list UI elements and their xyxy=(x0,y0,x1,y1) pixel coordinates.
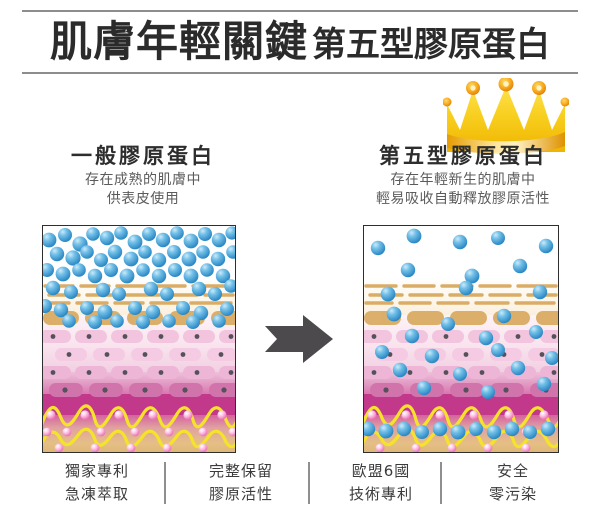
left-heading-sub1: 存在成熟的肌膚中 xyxy=(85,172,201,189)
right-heading-sub2: 輕易吸收自動釋放膠原活性 xyxy=(376,191,550,208)
skin-layers-right xyxy=(364,226,558,452)
epidermal-cells-left xyxy=(43,330,235,397)
benefit-3-line2: 技術專利 xyxy=(348,484,413,503)
benefit-cell-2: 完整保留 膠原活性 xyxy=(182,460,300,505)
collagen-spheres-left xyxy=(43,226,235,329)
skin-diagram-type-v-collagen xyxy=(363,225,559,453)
footer-divider-2 xyxy=(308,462,310,504)
left-heading-title: 一般膠原蛋白 xyxy=(71,144,215,168)
footer-benefits: 獨家專利 急凍萃取 完整保留 膠原活性 歐盟6國 技術專利 安全 零污染 xyxy=(22,460,578,518)
skin-detail-left xyxy=(43,226,235,452)
collagen-spheres-right xyxy=(364,228,558,440)
benefit-3-line1: 歐盟6國 xyxy=(351,462,411,480)
benefit-cell-4: 安全 零污染 xyxy=(454,460,572,505)
collagen-fibers-left xyxy=(43,404,235,449)
page-title: 肌膚年輕關鍵 第五型膠原蛋白 xyxy=(22,12,578,72)
footer-divider-3 xyxy=(440,462,442,504)
skin-diagram-ordinary-collagen xyxy=(42,225,236,453)
left-heading-sub2: 供表皮使用 xyxy=(106,191,180,208)
collagen-beads-left xyxy=(43,410,235,452)
benefit-2-line1: 完整保留 xyxy=(208,462,273,480)
page-title-main: 肌膚年輕關鍵 xyxy=(49,17,308,66)
benefit-4-line1: 安全 xyxy=(496,462,529,480)
benefit-cell-1: 獨家專利 急凍萃取 xyxy=(38,460,156,505)
right-heading-sub1: 存在年輕新生的肌膚中 xyxy=(390,172,536,189)
header: 肌膚年輕關鍵 第五型膠原蛋白 xyxy=(22,10,578,74)
footer-divider-1 xyxy=(164,462,166,504)
benefit-1-line1: 獨家專利 xyxy=(64,462,129,480)
header-rule-bottom xyxy=(22,72,578,74)
skin-detail-right xyxy=(364,228,558,452)
header-rule-top xyxy=(22,10,578,12)
skin-layers-left xyxy=(43,226,235,452)
benefit-4-line2: 零污染 xyxy=(488,484,537,503)
column-heading-right: 第五型膠原蛋白 存在年輕新生的肌膚中 輕易吸收自動釋放膠原活性 xyxy=(338,144,588,209)
column-heading-left: 一般膠原蛋白 存在成熟的肌膚中 供表皮使用 xyxy=(18,144,268,209)
benefit-cell-3: 歐盟6國 技術專利 xyxy=(322,460,440,505)
crown-gem-group xyxy=(466,76,546,95)
right-heading-title: 第五型膠原蛋白 xyxy=(379,144,547,168)
epidermal-cells-right xyxy=(364,330,558,397)
crown-icon xyxy=(442,76,570,160)
benefit-1-line2: 急凍萃取 xyxy=(64,484,129,503)
page-title-sub: 第五型膠原蛋白 xyxy=(312,25,550,65)
benefit-2-line2: 膠原活性 xyxy=(208,484,273,503)
right-arrow-icon xyxy=(263,313,335,365)
